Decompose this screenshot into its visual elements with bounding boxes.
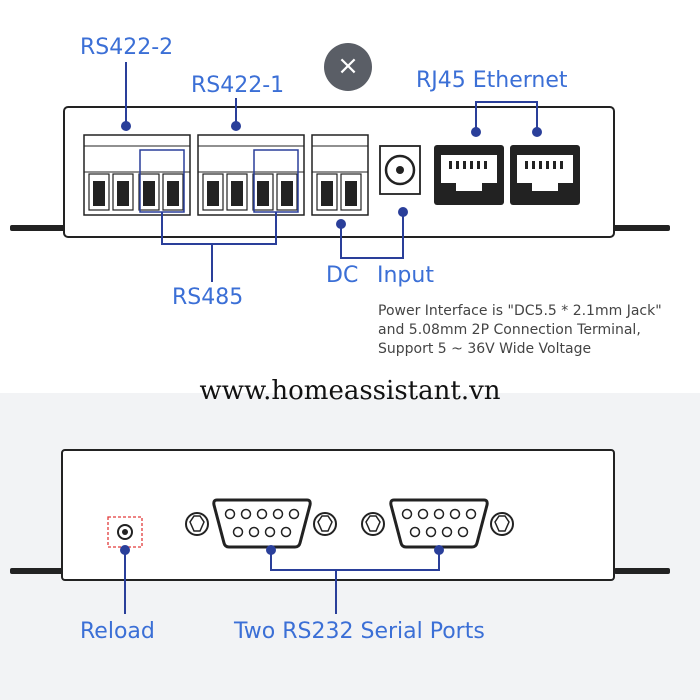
db9-port-2 [361,498,514,549]
website-watermark: www.homeassistant.vn [199,376,501,406]
bottom-callout-dots [120,545,444,555]
note-line-1: Power Interface is "DC5.5 * 2.1mm Jack" [378,303,662,319]
dc-jack [379,145,421,195]
mount-bar-left-top [10,225,66,231]
rj45-port-2 [510,145,580,205]
mount-bar-left-bottom [10,568,64,574]
label-input: Input [377,263,434,288]
db9-port-1 [185,498,337,549]
top-callout-dots [121,121,542,229]
close-icon: × [337,51,359,81]
mount-bar-right-bottom [614,568,670,574]
close-button[interactable]: × [324,43,372,91]
mount-bar-right-top [612,225,670,231]
label-reload: Reload [80,619,155,644]
label-rs422-2: RS422-2 [80,35,174,60]
label-rs232-serial-ports: Two RS232 Serial Ports [234,619,485,644]
label-rs422-1: RS422-1 [191,73,285,98]
note-line-3: Support 5 ~ 36V Wide Voltage [378,341,592,357]
power-interface-note: Power Interface is "DC5.5 * 2.1mm Jack" … [378,302,698,359]
top-device [10,106,670,238]
label-rj45-ethernet: RJ45 Ethernet [416,68,568,93]
bottom-callout-lines [124,550,440,614]
top-callout-lines [125,62,538,282]
label-rs485: RS485 [172,285,244,310]
rj45-port-1 [434,145,504,205]
bottom-device [10,449,670,581]
terminal-block-rs422-2 [83,134,191,216]
note-line-2: and 5.08mm 2P Connection Terminal, [378,322,641,338]
bottom-device-body [61,449,615,581]
terminal-block-rs422-1 [197,134,305,216]
terminal-block-dc [311,134,369,216]
label-dc: DC [326,263,359,288]
